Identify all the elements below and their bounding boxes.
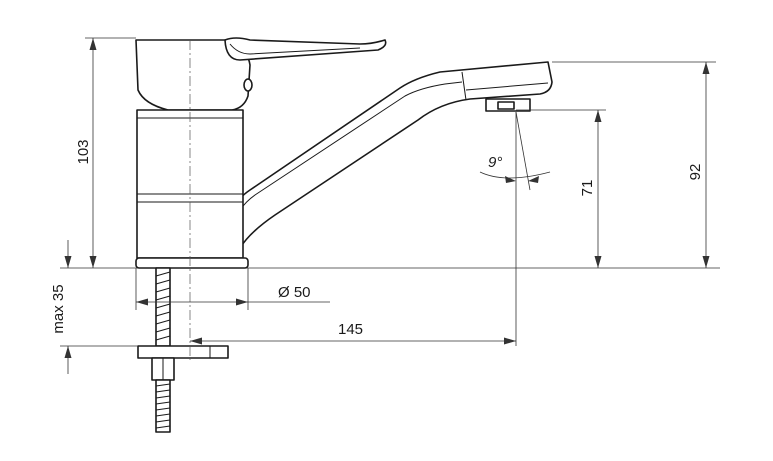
dimension-spout-angle: 9° (479, 111, 551, 191)
mixer-head (135, 37, 387, 111)
dimension-label-outlet-height: 71 (579, 180, 596, 197)
dimension-body-height: 103 (75, 37, 136, 268)
spout (231, 61, 553, 249)
dimension-install-depth: max 35 (50, 240, 138, 374)
dimension-label-spout-reach: 145 (338, 321, 363, 338)
lever-handle (224, 37, 387, 61)
dimension-label-install-depth: max 35 (50, 284, 67, 333)
supply-hose (155, 379, 171, 433)
mounting-stud (137, 267, 229, 381)
dimension-label-base-diameter: Ø 50 (278, 284, 311, 301)
dimension-outlet-height: 71 (516, 109, 606, 268)
dimension-label-body-height: 103 (75, 139, 92, 164)
dimension-base-diameter: Ø 50 (135, 268, 330, 310)
dimension-spout-reach: 145 (190, 112, 517, 346)
dimension-label-spout-top-height: 92 (687, 164, 704, 181)
dimension-label-spout-angle: 9° (488, 154, 502, 171)
dimension-spout-top-height: 92 (552, 61, 716, 268)
faucet-body (135, 109, 249, 269)
